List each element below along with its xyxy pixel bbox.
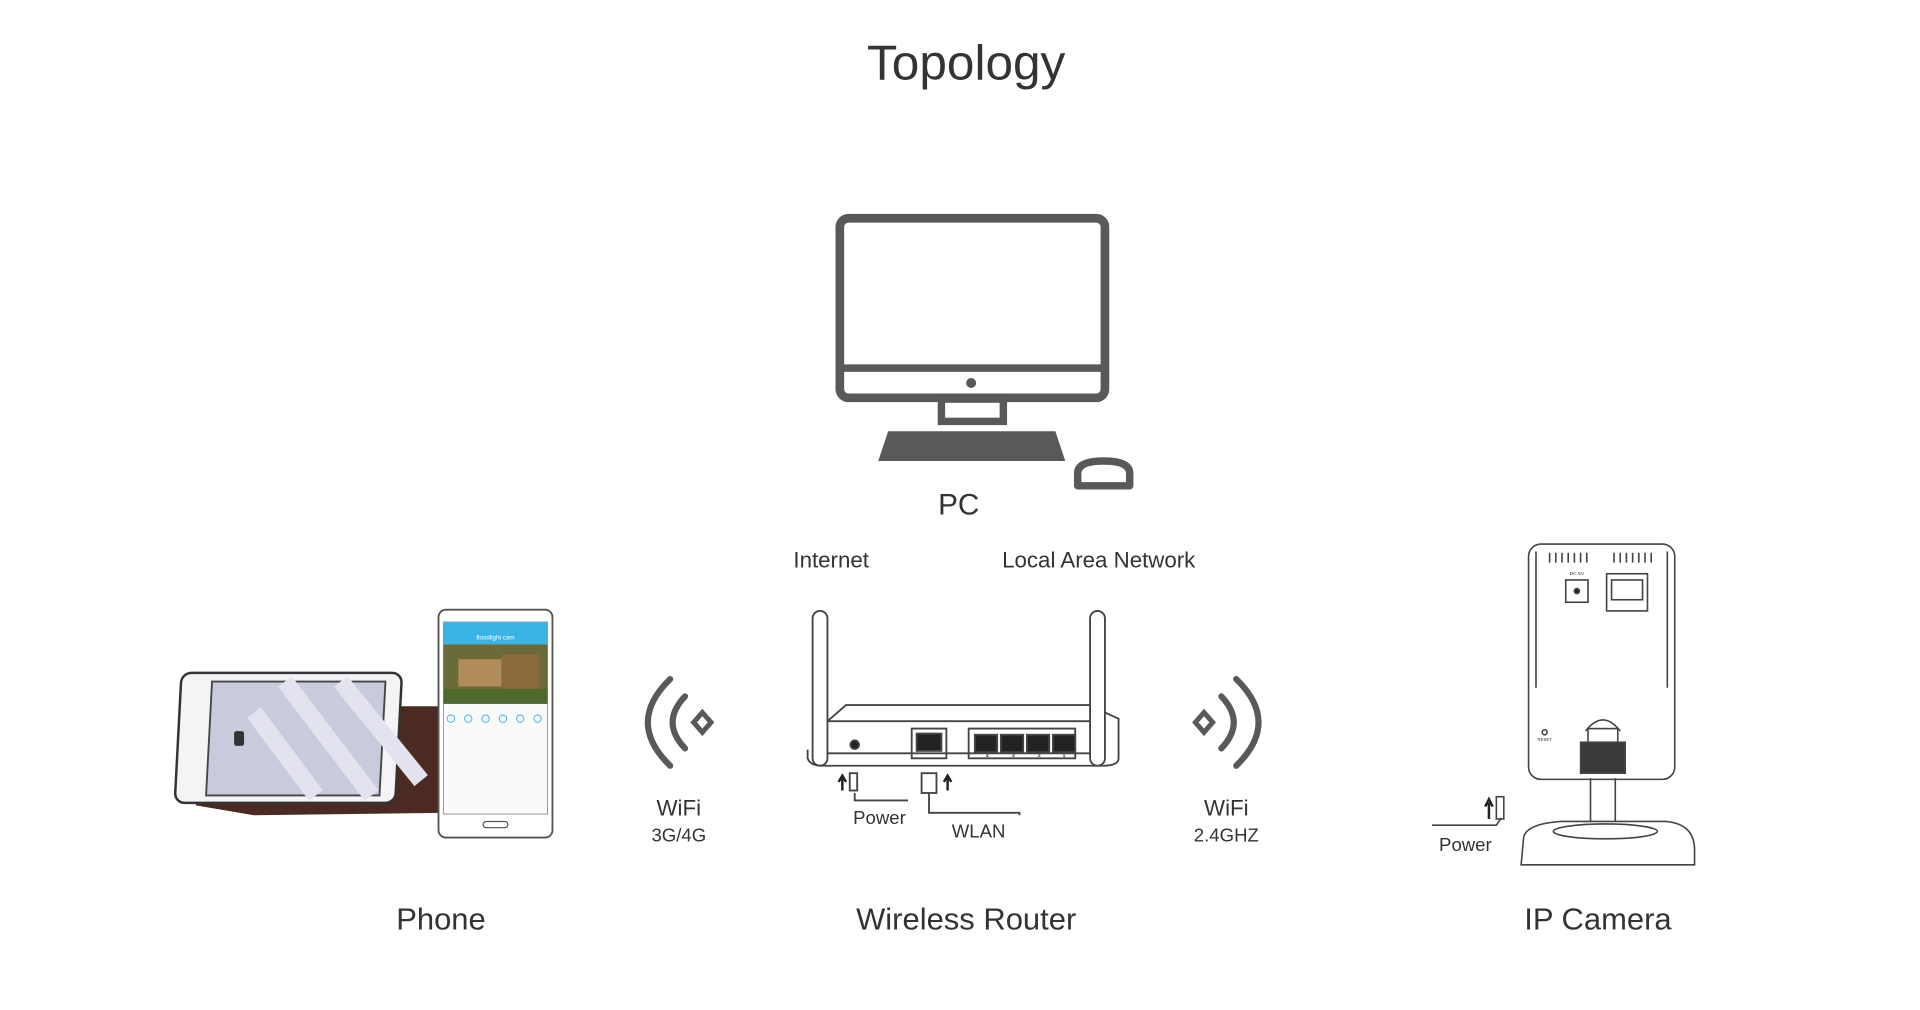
camera-power-arrow-icon <box>1484 796 1494 820</box>
camera-reset-label: RESET <box>1537 737 1552 742</box>
pc-label: PC <box>938 488 979 521</box>
phone-app-title: floodlight cam <box>476 634 514 641</box>
wlan-arrow-icon <box>942 773 953 791</box>
left-wifi-network: 3G/4G <box>651 824 706 845</box>
internet-label: Internet <box>793 548 869 573</box>
phone-label: Phone <box>396 901 486 936</box>
lan-label: Local Area Network <box>1002 548 1196 573</box>
camera-power-label: Power <box>1439 834 1492 855</box>
page-title: Topology <box>867 36 1066 91</box>
phone-icon: floodlight cam <box>437 608 554 839</box>
pc-monitor-icon <box>835 213 1110 426</box>
ip-camera-icon <box>1431 543 1696 866</box>
power-arrow-icon <box>837 773 848 791</box>
router-port-label: 3 <box>1012 753 1015 759</box>
keyboard-icon <box>878 431 1066 462</box>
camera-dc-label: DC 5V <box>1570 571 1585 577</box>
router-port-numbers: 4 3 2 1 <box>986 753 1066 759</box>
mouse-icon <box>1073 457 1134 490</box>
right-wifi-label: WiFi <box>1204 795 1249 820</box>
wifi-signal-left-icon <box>644 675 715 769</box>
router-power-label: Power <box>853 807 906 828</box>
camera-label: IP Camera <box>1524 901 1672 936</box>
router-icon <box>806 609 1120 816</box>
router-port-label: 4 <box>986 753 989 759</box>
router-port-label: 2 <box>1038 753 1041 759</box>
router-port-label: 1 <box>1063 753 1066 759</box>
tablet-icon <box>173 671 440 816</box>
router-label: Wireless Router <box>856 901 1076 936</box>
router-wlan-label: WLAN <box>952 821 1006 842</box>
wifi-signal-right-icon <box>1192 675 1262 769</box>
left-wifi-label: WiFi <box>657 795 702 820</box>
right-wifi-band: 2.4GHZ <box>1194 824 1259 845</box>
